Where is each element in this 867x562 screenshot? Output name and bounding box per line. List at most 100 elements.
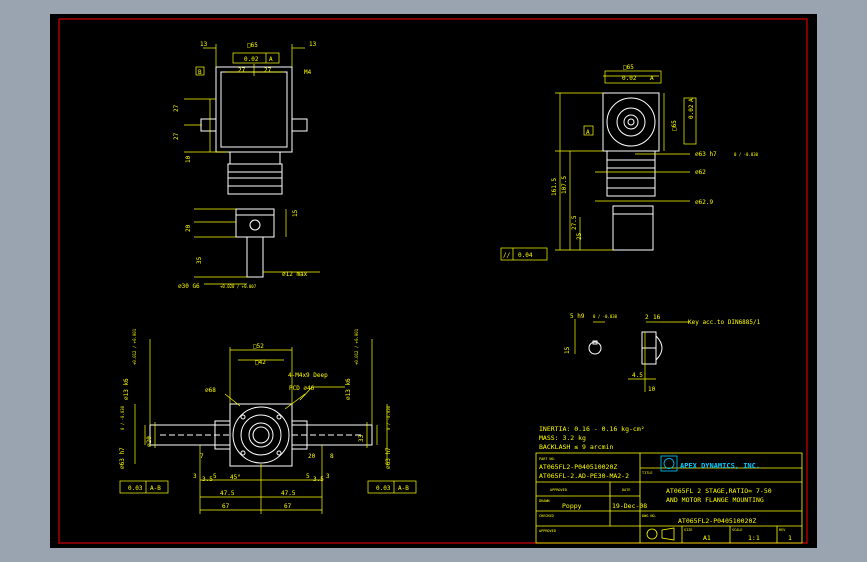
dims-right (500, 70, 697, 261)
datum-b-right: A (688, 98, 695, 102)
dimtext-right: □65 0.02 A 0.02 A □65 ⌀63 h7 0 / -0.030 … (503, 64, 759, 259)
drawing-border (58, 18, 808, 544)
dim-33: 33 (358, 434, 365, 442)
title-line-1: AT065FL 2 STAGE,RATIO= 7-50 (666, 487, 772, 495)
dims-front (119, 339, 417, 514)
gearbox-body (215, 66, 293, 153)
dimtext-top: 13 13 □65 0.02 A 27 27 B M4 27 27 10 15 … (173, 41, 317, 290)
company-name: APEX DYNAMICS, INC. (680, 462, 760, 470)
dim-5-left: 5 (213, 473, 217, 480)
title-block (535, 452, 803, 544)
date-label: DATE (622, 488, 630, 492)
dim-1075: 107.5 (561, 176, 568, 194)
dim-3-left: 3 (193, 473, 197, 480)
dim-45deg: 45° (230, 474, 241, 481)
dim-tol-left: 0.03 (128, 485, 143, 492)
datum-ab-left: A-B (150, 485, 161, 492)
side-body (602, 92, 660, 152)
dim-v27b: 27 (173, 132, 180, 140)
dim-8: 8 (330, 453, 334, 460)
dim-d63-fit: 0 / -0.030 (734, 152, 759, 157)
dim-sq65-side: □65 (671, 120, 678, 131)
output-stub (246, 236, 264, 278)
datum-b: B (198, 69, 202, 76)
part-no-2: AT065FL-2.AD-PE30-MA2-2 (539, 472, 629, 480)
dim-67-left: 67 (222, 503, 230, 510)
front-body (229, 403, 293, 467)
dim-5-right: 5 (306, 473, 310, 480)
dim-d13-right: ⌀13 k6 (345, 378, 352, 400)
dim-d12: ⌀12 max (282, 271, 308, 278)
dim-key16: 16 (653, 314, 661, 321)
dim-v35: 35 (196, 256, 203, 264)
size-value: A1 (703, 534, 711, 542)
scale-label: SCALE (732, 528, 743, 532)
approved-label: APPROVED (550, 488, 567, 492)
spec-mass: MASS: 3.2 kg (539, 434, 586, 442)
datum-a-right: A (650, 75, 654, 82)
motor-adapter (235, 208, 275, 238)
part-label: PART NO. (539, 457, 556, 461)
dim-67-right: 67 (284, 503, 292, 510)
side-flange (606, 150, 656, 197)
scale-value: 1:1 (748, 534, 760, 542)
dim-35-right: 3.5 (313, 476, 324, 483)
dim-tol: 0.02 (244, 56, 259, 63)
dim-d63: ⌀63 h7 (695, 151, 717, 158)
part-no-1: AT065FL2-P040510020Z (539, 463, 617, 471)
dim-tol-b: 0.02 (688, 104, 695, 119)
dim-d20: ⌀20 (146, 436, 153, 447)
dim-m4x9: 4-M4x9 Deep (288, 372, 328, 379)
dim-d68: ⌀68 (205, 387, 216, 394)
drawing-viewport[interactable]: 13 13 □65 0.02 A 27 27 B M4 27 27 10 15 … (50, 14, 817, 548)
dwg-no: AT065FL2-P040510020Z (678, 517, 756, 525)
dim-1615: 161.5 (551, 178, 558, 196)
dim-475-right: 47.5 (281, 490, 296, 497)
approved2-label: APPROVED (539, 529, 556, 533)
view-key (588, 331, 663, 365)
title-line-2: AND MOTOR FLANGE MOUNTING (666, 496, 764, 504)
dim-v15: 15 (292, 209, 299, 217)
dimtext-key: 5 h9 0 / -0.030 15 2 16 Key acc.to DIN68… (564, 313, 761, 393)
dim-d629: ⌀62.9 (695, 199, 713, 206)
dim-key10: 10 (648, 386, 656, 393)
dim-key15: 15 (564, 346, 571, 354)
datum-a: A (269, 56, 273, 63)
view-front (149, 403, 373, 467)
dim-d62: ⌀62 (695, 169, 706, 176)
dim-27-right: 27 (264, 67, 272, 74)
spec-backlash: BACKLASH ≤ 9 arcmin (539, 443, 613, 451)
dim-key45: 4.5 (632, 372, 643, 379)
dim-m4: M4 (304, 69, 312, 76)
drawn-by: Poppy (562, 502, 582, 510)
dim-sq52: □52 (253, 343, 264, 350)
dim-sq42: □42 (255, 359, 266, 366)
dim-sq65-right: □65 (623, 64, 634, 71)
dim-d63-left: ⌀63 h7 (119, 447, 126, 469)
spec-inertia: INERTIA: 0.16 - 0.16 kg-cm² (539, 425, 645, 433)
dim-pcd: PCD ⌀46 (289, 385, 315, 392)
dim-d13-left-fit: +0.012 / +0.001 (132, 328, 137, 365)
dim-fit-right: 0 / -0.030 (386, 405, 391, 430)
dwg-label: DWG NO. (642, 514, 657, 518)
dim-fit-left: 0 / -0.030 (120, 405, 125, 430)
dim-7: 7 (200, 453, 204, 460)
dims-key (574, 319, 690, 392)
flange-top (229, 151, 281, 165)
side-adapter (612, 205, 654, 251)
cad-drawing: 13 13 □65 0.02 A 27 27 B M4 27 27 10 15 … (58, 18, 808, 544)
size-label: SIZE (684, 528, 692, 532)
dims-top (184, 44, 320, 285)
dim-v10: 10 (185, 155, 192, 163)
rev-value: 1 (788, 534, 792, 542)
dim-13-left: 13 (200, 41, 208, 48)
dim-d13-left: ⌀13 k6 (123, 378, 130, 400)
view-right (602, 92, 660, 251)
title-label: TITLE (642, 471, 653, 475)
specs: INERTIA: 0.16 - 0.16 kg-cm² MASS: 3.2 kg… (539, 425, 645, 451)
drawn-label: DRAWN (539, 499, 550, 503)
key-note: Key acc.to DIN6885/1 (688, 319, 761, 326)
rev-label: REV (779, 528, 786, 532)
dim-tol-right: 0.03 (376, 485, 391, 492)
dim-key2: 2 (645, 314, 649, 321)
